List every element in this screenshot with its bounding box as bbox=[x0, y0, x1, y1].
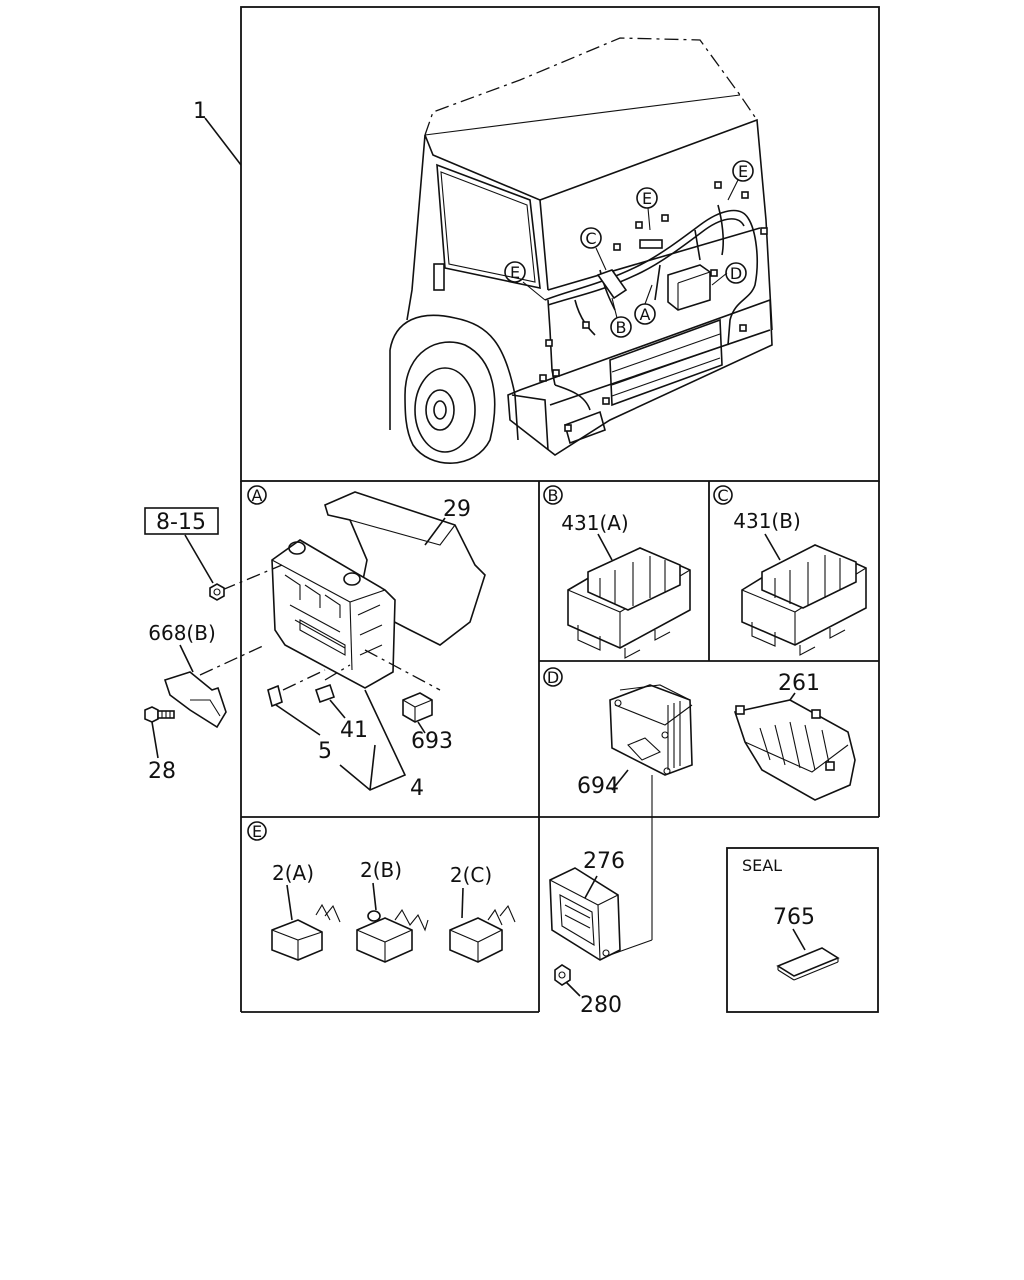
marker-e-left bbox=[504, 261, 526, 283]
relay-block-c bbox=[741, 544, 867, 656]
callout-fuse-box-cover: 29 bbox=[443, 497, 471, 522]
callout-bolt: 28 bbox=[148, 759, 176, 784]
fuse-small bbox=[267, 684, 283, 708]
section-e-label: E bbox=[252, 822, 262, 841]
fuse-mid bbox=[314, 683, 336, 704]
fuse-a bbox=[271, 903, 341, 961]
callout-main-assembly: 1 bbox=[193, 99, 207, 124]
ecu-bracket bbox=[609, 684, 693, 776]
marker-d-label: D bbox=[730, 264, 742, 283]
section-b-label: B bbox=[548, 486, 559, 505]
seal-box bbox=[726, 847, 879, 1013]
fuse-b bbox=[356, 908, 429, 963]
callout-fuse-c: 2(C) bbox=[450, 863, 492, 887]
section-a: A 29 8-15 668(B) bbox=[144, 485, 486, 801]
section-b: B 431(A) bbox=[543, 485, 691, 659]
marker-c-label: C bbox=[585, 229, 596, 248]
ecu-group: 276 280 bbox=[549, 775, 653, 1018]
callout-relay-c: 431(B) bbox=[733, 509, 801, 533]
callout-relay-b: 431(A) bbox=[561, 511, 628, 535]
callout-fuse-a: 2(A) bbox=[272, 861, 314, 885]
nut-icon bbox=[209, 583, 225, 601]
marker-e-right-label: E bbox=[738, 162, 748, 181]
bolt-icon bbox=[144, 706, 175, 723]
callout-bracket: 668(B) bbox=[148, 621, 216, 645]
seal-section: SEAL 765 bbox=[742, 856, 840, 981]
callout-fuse-b: 2(B) bbox=[360, 858, 402, 882]
marker-a-label: A bbox=[640, 305, 651, 324]
callout-ecu: 276 bbox=[583, 849, 625, 874]
seal-sticker bbox=[776, 947, 840, 977]
panel-frames bbox=[240, 6, 880, 1013]
leader-main-assembly bbox=[204, 117, 242, 166]
callout-ecu-bracket: 694 bbox=[577, 774, 619, 799]
section-c-label: C bbox=[717, 486, 728, 505]
marker-b-label: B bbox=[616, 318, 627, 337]
harness-markers: E C E E D B A bbox=[504, 160, 754, 338]
ecu-cover bbox=[733, 699, 856, 801]
relay-693 bbox=[402, 692, 433, 723]
callout-fuse-set: 4 bbox=[410, 776, 424, 801]
section-d-label: D bbox=[547, 668, 559, 687]
callout-seal-part: 765 bbox=[773, 905, 815, 930]
marker-d bbox=[725, 262, 747, 284]
section-a-label: A bbox=[252, 486, 263, 505]
section-c: C 431(B) bbox=[713, 485, 867, 656]
marker-e-left-label: E bbox=[510, 263, 520, 282]
section-d: D 694 261 bbox=[543, 667, 856, 801]
fuse-c bbox=[449, 904, 516, 963]
callout-relay-693: 693 bbox=[411, 729, 453, 754]
callout-fuse-mid: 41 bbox=[340, 718, 368, 743]
marker-e-top-label: E bbox=[642, 189, 652, 208]
marker-c bbox=[580, 227, 602, 249]
nut-280-icon bbox=[554, 964, 571, 986]
ref-box-label: 8-15 bbox=[156, 510, 206, 535]
marker-b bbox=[610, 316, 632, 338]
truck-cab-illustration bbox=[389, 37, 773, 464]
callout-nut: 280 bbox=[580, 993, 622, 1018]
fuse-box-cover bbox=[324, 491, 486, 646]
callout-fuse-small: 5 bbox=[318, 739, 332, 764]
section-e: E 2(A) 2(B) 2(C) bbox=[247, 821, 516, 963]
marker-e-top bbox=[636, 187, 658, 209]
ecu-unit bbox=[549, 867, 621, 961]
marker-a bbox=[634, 303, 656, 325]
relay-block-b bbox=[567, 547, 691, 659]
marker-e-right bbox=[732, 160, 754, 182]
callout-ecu-cover: 261 bbox=[778, 671, 820, 696]
seal-title: SEAL bbox=[742, 856, 782, 875]
